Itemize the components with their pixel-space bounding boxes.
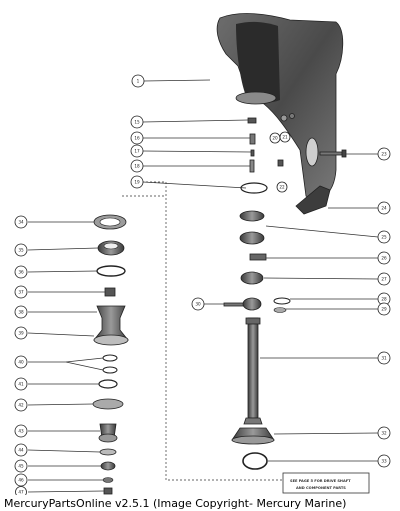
svg-text:30: 30 bbox=[195, 302, 201, 307]
callout-1: 1 bbox=[131, 74, 145, 88]
svg-text:47: 47 bbox=[18, 490, 24, 495]
svg-text:20: 20 bbox=[272, 136, 278, 141]
callout-27: 40 bbox=[14, 355, 28, 369]
callout-22: 35 bbox=[14, 243, 28, 257]
svg-text:43: 43 bbox=[18, 429, 24, 434]
svg-text:31: 31 bbox=[381, 356, 387, 361]
gear-housing[interactable] bbox=[216, 13, 344, 200]
callout-16: 29 bbox=[377, 302, 391, 316]
callout-25: 38 bbox=[14, 305, 28, 319]
svg-text:32: 32 bbox=[381, 431, 387, 436]
svg-text:26: 26 bbox=[381, 256, 387, 261]
callout-26: 39 bbox=[14, 326, 28, 340]
callout-24: 37 bbox=[14, 285, 28, 299]
callout-6: 19 bbox=[130, 175, 144, 189]
reference-note: SEE PAGE 5 FOR DRIVE SHAFT AND COMPONENT… bbox=[282, 472, 370, 494]
image-copyright-caption: MercuryPartsOnline v2.5.1 (Image Copyrig… bbox=[4, 497, 347, 510]
callout-bubbles: 1 15 16 17 18 19 20 21 22 23 24 25 26 27… bbox=[14, 74, 391, 495]
o-ring[interactable] bbox=[242, 452, 268, 470]
svg-text:19: 19 bbox=[134, 180, 140, 185]
callout-4: 17 bbox=[130, 144, 144, 158]
right-column-parts[interactable] bbox=[223, 182, 291, 313]
callout-19: 32 bbox=[377, 426, 391, 440]
callout-15: 28 bbox=[377, 292, 391, 306]
callout-20: 33 bbox=[377, 454, 391, 468]
plug-part[interactable] bbox=[277, 113, 295, 167]
callout-10: 23 bbox=[377, 147, 391, 161]
svg-text:27: 27 bbox=[381, 277, 387, 282]
screw-part[interactable] bbox=[247, 117, 257, 173]
leader-lines bbox=[27, 79, 379, 493]
svg-text:33: 33 bbox=[381, 459, 387, 464]
svg-text:21: 21 bbox=[282, 135, 288, 140]
svg-text:35: 35 bbox=[18, 248, 24, 253]
svg-text:23: 23 bbox=[381, 152, 387, 157]
svg-text:44: 44 bbox=[18, 448, 24, 453]
note-line-1: SEE PAGE 5 FOR DRIVE SHAFT bbox=[290, 479, 351, 483]
svg-text:38: 38 bbox=[18, 310, 24, 315]
svg-text:15: 15 bbox=[134, 120, 140, 125]
svg-text:41: 41 bbox=[18, 382, 24, 387]
callout-5: 18 bbox=[130, 159, 144, 173]
callout-12: 25 bbox=[377, 230, 391, 244]
svg-text:36: 36 bbox=[18, 270, 24, 275]
stud-part[interactable] bbox=[319, 149, 347, 158]
trim-tab[interactable] bbox=[295, 185, 331, 215]
left-column-parts[interactable] bbox=[92, 214, 129, 495]
svg-text:46: 46 bbox=[18, 478, 24, 483]
callout-9: 22 bbox=[276, 181, 288, 193]
exploded-parts-diagram: SEE PAGE 5 FOR DRIVE SHAFT AND COMPONENT… bbox=[14, 13, 391, 495]
callout-32: 45 bbox=[14, 459, 28, 473]
svg-text:24: 24 bbox=[381, 206, 387, 211]
callout-3: 16 bbox=[130, 131, 144, 145]
svg-text:42: 42 bbox=[18, 403, 24, 408]
callout-8: 21 bbox=[279, 131, 291, 143]
callout-30: 43 bbox=[14, 424, 28, 438]
svg-text:18: 18 bbox=[134, 164, 140, 169]
note-line-2: AND COMPONENT PARTS bbox=[296, 486, 346, 490]
callout-13: 26 bbox=[377, 251, 391, 265]
pinion-gear[interactable] bbox=[231, 427, 275, 445]
svg-text:17: 17 bbox=[134, 149, 140, 154]
callout-21: 34 bbox=[14, 215, 28, 229]
svg-text:22: 22 bbox=[279, 185, 285, 190]
callout-33: 46 bbox=[14, 473, 28, 487]
callout-28: 41 bbox=[14, 377, 28, 391]
callout-11: 24 bbox=[377, 201, 391, 215]
svg-text:29: 29 bbox=[381, 307, 387, 312]
svg-text:1: 1 bbox=[137, 79, 140, 84]
svg-text:37: 37 bbox=[18, 290, 24, 295]
svg-text:40: 40 bbox=[18, 360, 24, 365]
callout-23: 36 bbox=[14, 265, 28, 279]
svg-text:16: 16 bbox=[134, 136, 140, 141]
callout-17: 30 bbox=[191, 297, 205, 311]
drive-shaft[interactable] bbox=[243, 317, 263, 425]
callout-2: 15 bbox=[130, 115, 144, 129]
callout-31: 44 bbox=[14, 443, 28, 457]
callout-14: 27 bbox=[377, 272, 391, 286]
svg-text:39: 39 bbox=[18, 331, 24, 336]
svg-text:45: 45 bbox=[18, 464, 24, 469]
callout-29: 42 bbox=[14, 398, 28, 412]
callout-18: 31 bbox=[377, 351, 391, 365]
svg-text:28: 28 bbox=[381, 297, 387, 302]
callout-34: 47 bbox=[15, 486, 27, 495]
svg-text:25: 25 bbox=[381, 235, 387, 240]
callout-7: 20 bbox=[269, 132, 281, 144]
svg-text:34: 34 bbox=[18, 220, 24, 225]
